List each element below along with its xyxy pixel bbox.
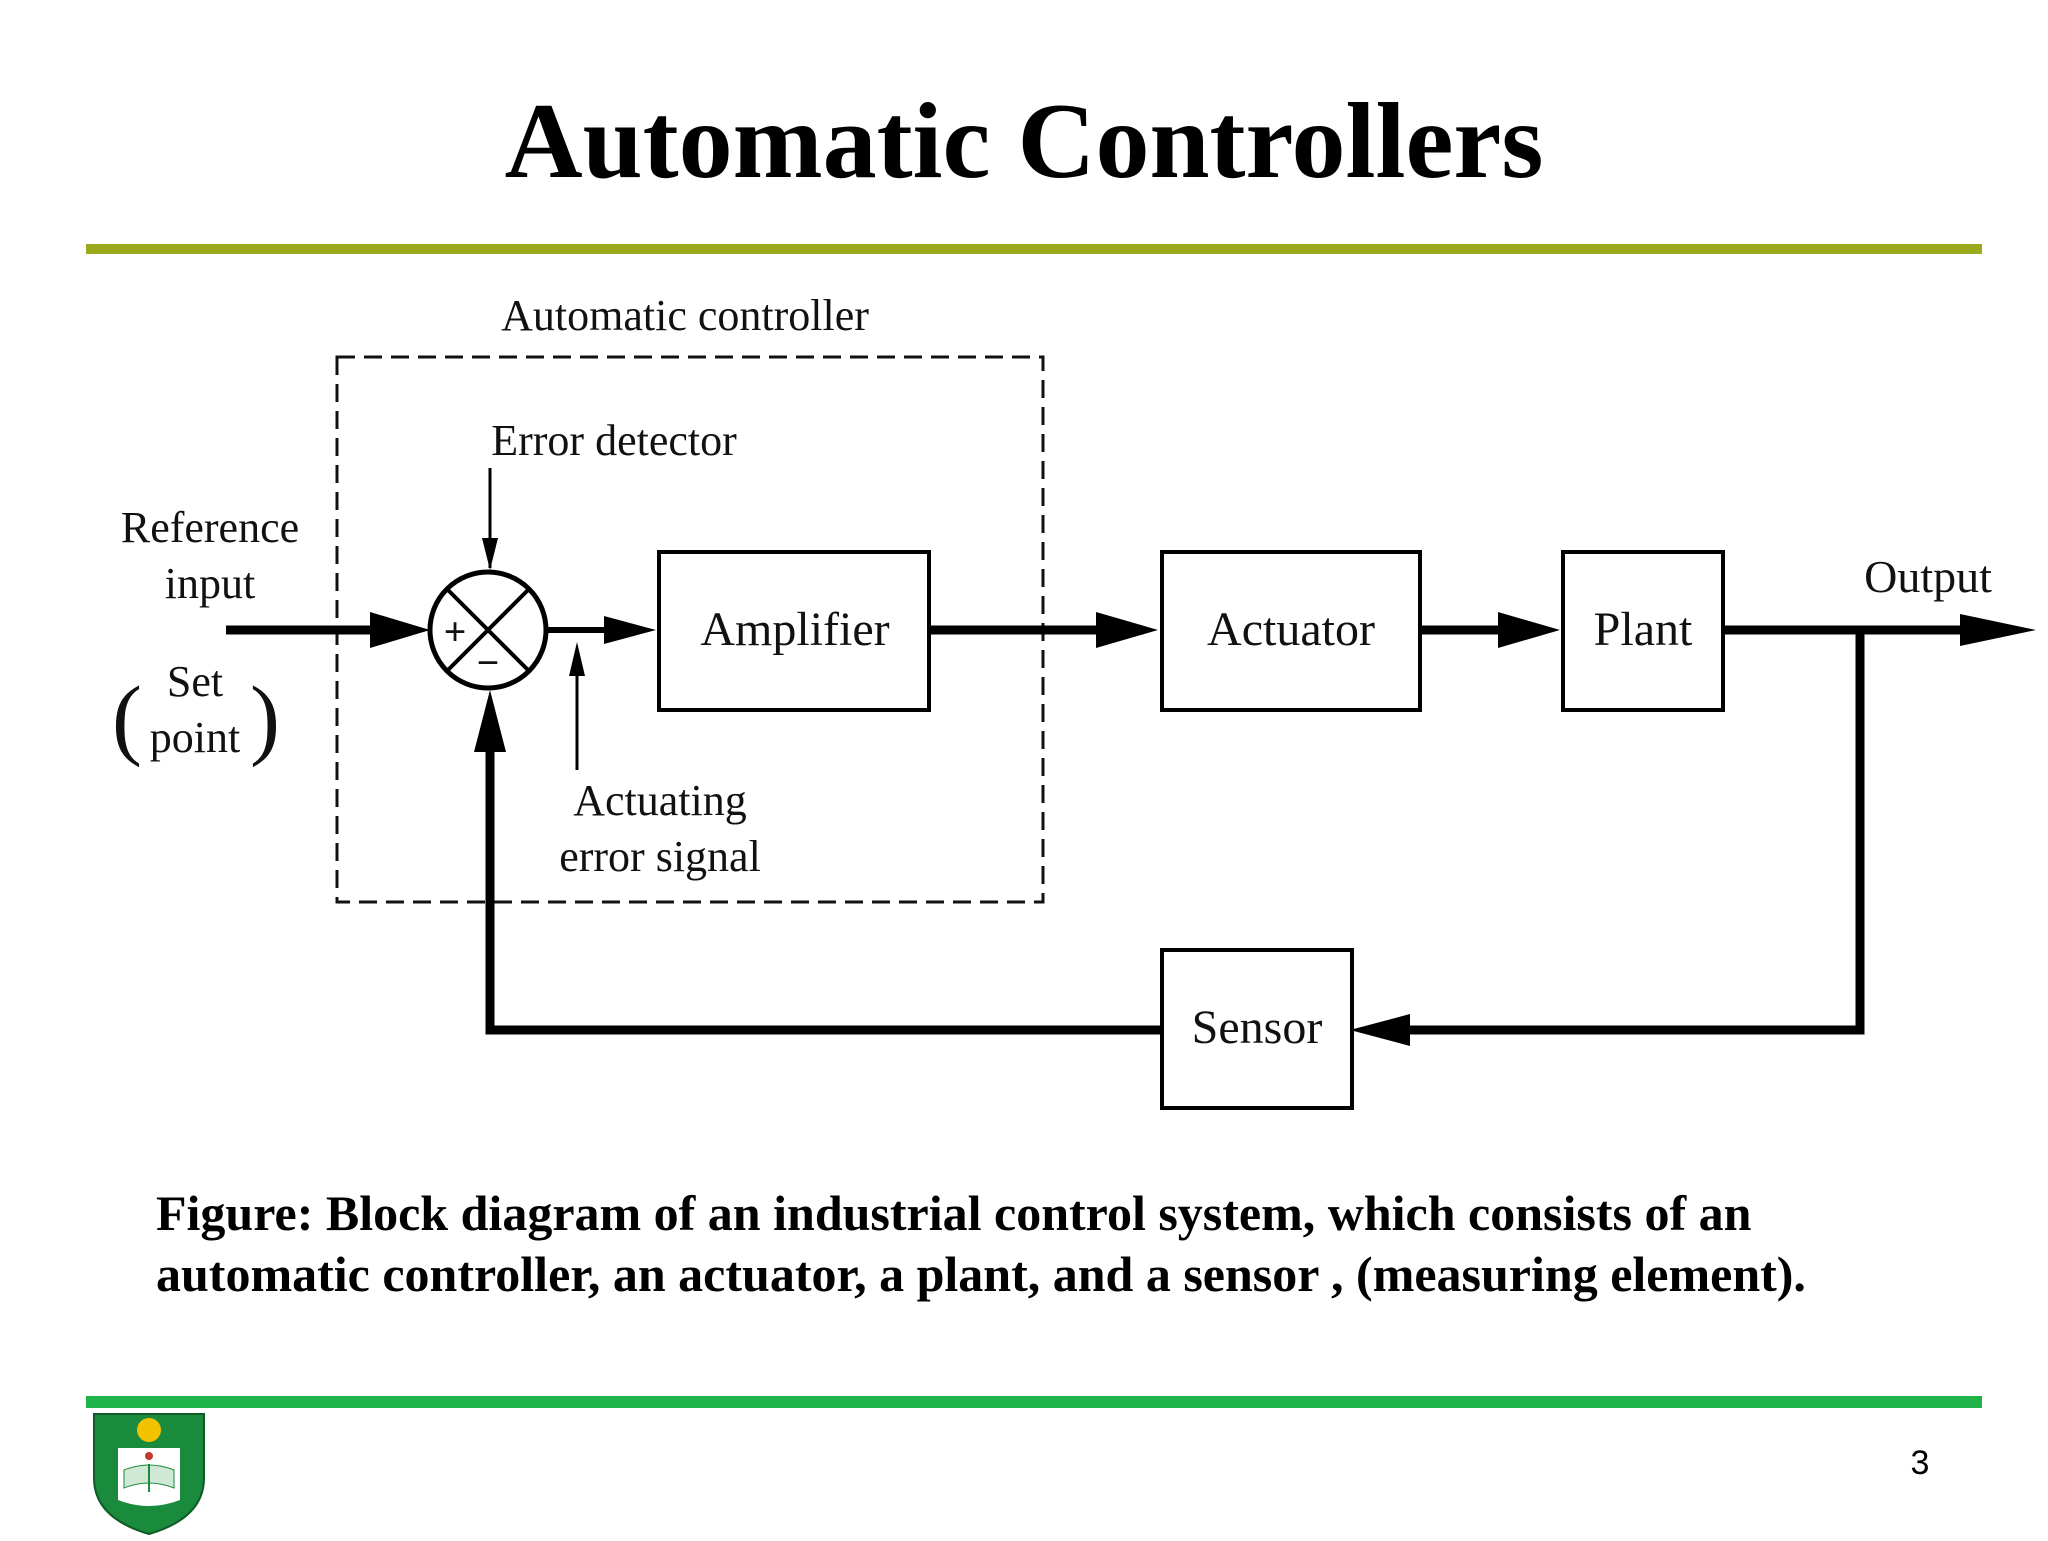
plus-sign: +	[444, 609, 467, 654]
reference-input-arrowhead	[370, 612, 430, 648]
slide-title: Automatic Controllers	[504, 82, 1544, 201]
sensor-to-junction-arrowhead	[474, 690, 506, 752]
sensor-label: Sensor	[1192, 1001, 1323, 1054]
top-divider	[86, 244, 1982, 254]
set-point-label-line1: Set	[167, 657, 223, 706]
actuating-error-pointer-head	[569, 642, 585, 676]
summing-junction: + −	[427, 569, 549, 691]
actuator-label: Actuator	[1207, 603, 1375, 656]
actuating-error-label-line2: error signal	[559, 832, 761, 881]
sensor-block	[1160, 948, 1354, 1110]
amplifier-block	[657, 550, 931, 712]
feedback-to-sensor-arrowhead	[1350, 1014, 1410, 1046]
page-number: 3	[1910, 1444, 1930, 1482]
university-logo	[88, 1408, 210, 1536]
reference-input-label-line2: input	[165, 559, 255, 608]
reference-input-label-line1: Reference	[121, 503, 299, 552]
sensor-to-junction-line	[485, 745, 1162, 1035]
amplifier-label: Amplifier	[700, 603, 889, 656]
bottom-divider	[86, 1396, 1982, 1408]
amplifier-to-actuator-arrowhead	[1096, 612, 1158, 648]
minus-sign: −	[477, 640, 500, 685]
set-point-label-line2: point	[150, 713, 240, 762]
block-diagram: Automatic controller Error detector Refe…	[112, 291, 2036, 1110]
figure-caption: Figure: Block diagram of an industrial c…	[156, 1185, 1806, 1302]
output-label: Output	[1864, 551, 1992, 602]
error-signal-arrowhead	[604, 616, 656, 644]
error-detector-label: Error detector	[491, 416, 737, 465]
error-detector-arrowhead	[482, 538, 498, 570]
plant-label: Plant	[1594, 603, 1693, 656]
automatic-controller-label: Automatic controller	[501, 291, 869, 340]
set-point-open-paren: (	[112, 669, 142, 768]
plant-block	[1561, 550, 1725, 712]
output-arrowhead	[1960, 614, 2036, 646]
actuator-block	[1160, 550, 1422, 712]
actuating-error-label-line1: Actuating	[573, 776, 747, 825]
set-point-close-paren: )	[250, 669, 280, 768]
actuator-to-plant-arrowhead	[1498, 612, 1560, 648]
feedback-to-sensor-line	[1390, 630, 1865, 1035]
